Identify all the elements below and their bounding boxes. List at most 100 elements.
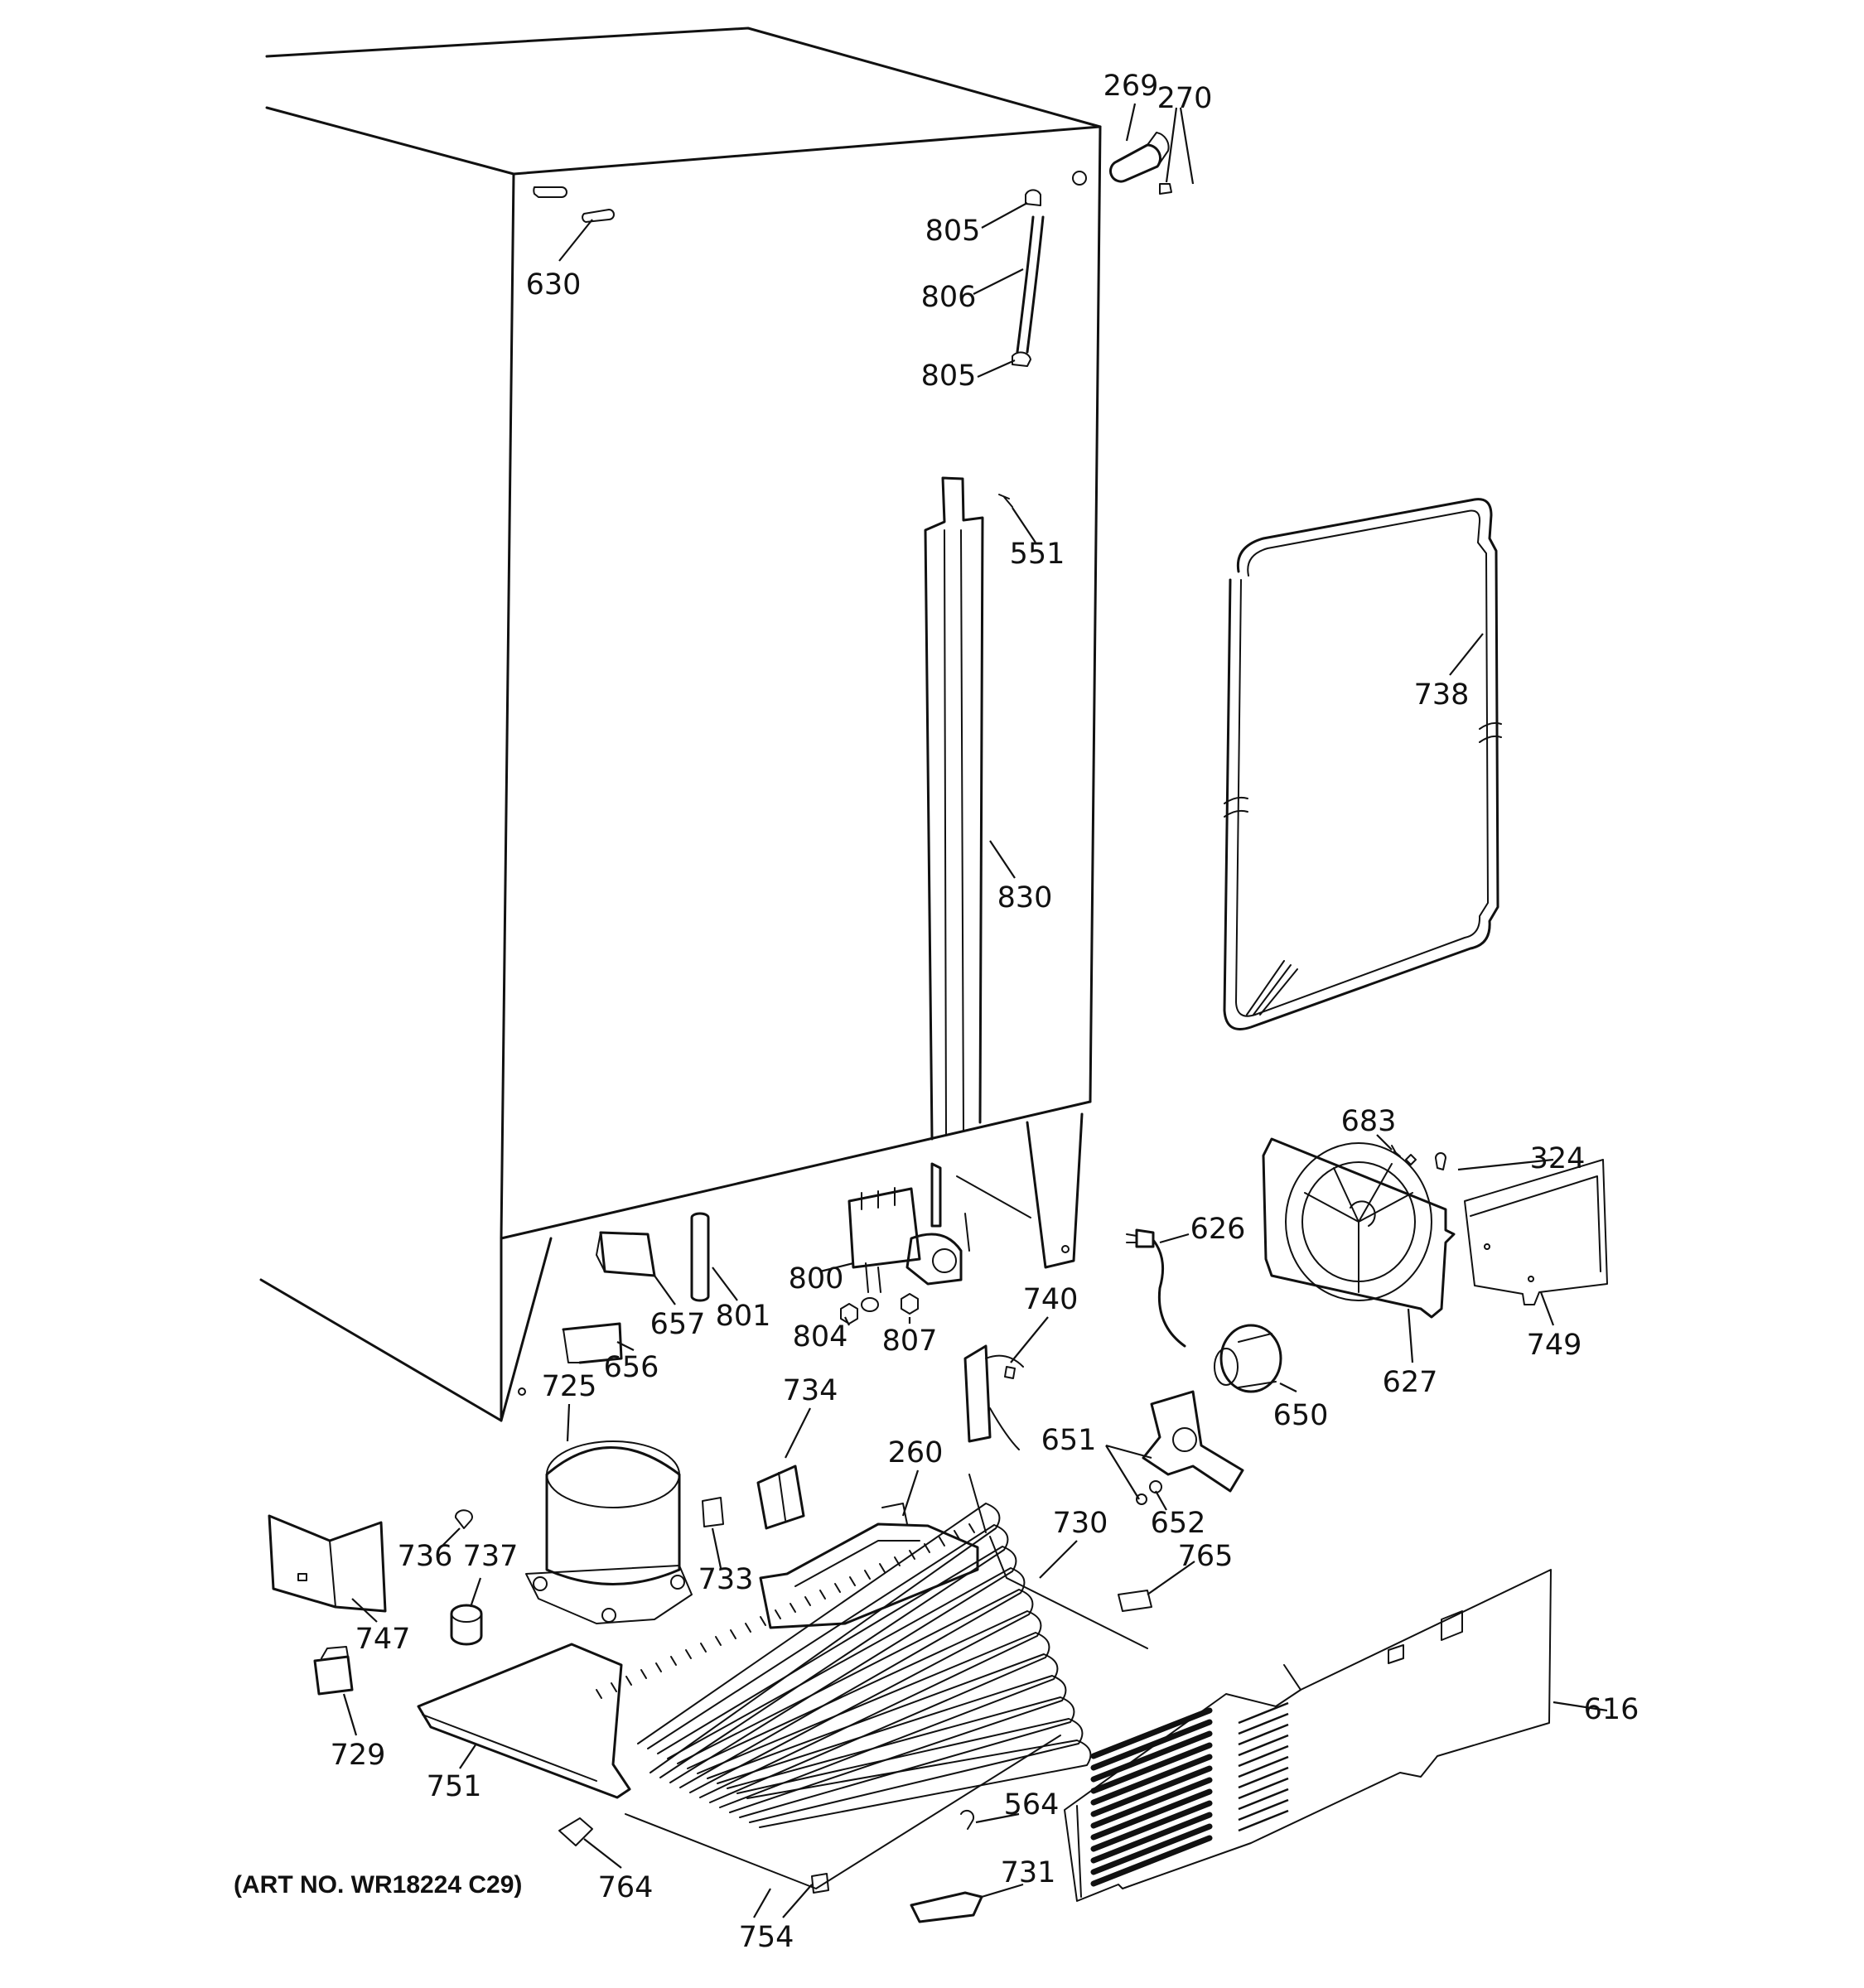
callout-805b: 805 — [921, 359, 977, 393]
callout-749: 749 — [1527, 1329, 1582, 1362]
leader-lines — [342, 103, 1608, 1918]
callout-806: 806 — [921, 281, 977, 314]
fan-shroud-assembly — [1262, 1137, 1608, 1319]
coil-fin — [685, 1649, 692, 1659]
callout-737: 737 — [463, 1540, 519, 1573]
grill-slot — [1090, 1823, 1213, 1875]
art-number-caption: (ART NO. WR18224 C29) — [234, 1871, 522, 1899]
coil-fin — [790, 1603, 796, 1613]
grill-slot — [1090, 1754, 1213, 1806]
callout-751: 751 — [427, 1770, 482, 1803]
callout-725: 725 — [542, 1370, 597, 1403]
callout-656: 656 — [604, 1351, 659, 1384]
grill-louver — [1238, 1809, 1289, 1832]
small-hardware — [558, 1590, 1152, 1923]
callout-740: 740 — [1023, 1283, 1079, 1316]
coil-tube — [736, 1718, 1084, 1823]
grill-louver — [1238, 1755, 1289, 1778]
callout-652: 652 — [1151, 1507, 1206, 1540]
callout-747: 747 — [355, 1623, 411, 1656]
mounting-brackets — [562, 1231, 656, 1364]
coil-tube — [746, 1740, 1092, 1828]
grill-slot — [1090, 1742, 1213, 1794]
condenser-coil — [596, 1474, 1148, 1828]
callout-731: 731 — [1001, 1856, 1056, 1889]
coil-fin — [879, 1563, 886, 1573]
grill-louver — [1238, 1701, 1289, 1725]
coil-tube — [717, 1675, 1067, 1813]
grill-louver — [1238, 1777, 1289, 1800]
coil-tube — [667, 1567, 1026, 1788]
callout-804: 804 — [793, 1320, 848, 1353]
coil-fin — [939, 1537, 945, 1546]
coil-tube — [697, 1632, 1050, 1803]
coil-fin — [894, 1556, 901, 1566]
coil-fin — [760, 1616, 766, 1626]
grill-slot — [1090, 1777, 1213, 1829]
coil-fin — [670, 1656, 677, 1666]
callout-630: 630 — [526, 268, 582, 302]
grill-louver — [1238, 1744, 1289, 1768]
coil-fin — [864, 1570, 871, 1580]
coil-fin — [954, 1530, 960, 1540]
coil-fin — [909, 1550, 915, 1560]
grill-louver — [1238, 1766, 1289, 1789]
base-and-grill — [417, 1569, 1552, 1902]
coil-tube — [707, 1653, 1059, 1808]
callout-551: 551 — [1010, 538, 1065, 571]
drain-pan — [759, 1503, 979, 1629]
coil-fin — [715, 1636, 722, 1646]
coil-fin — [655, 1662, 662, 1672]
callout-labels: 2692708058068056305517388306833246268006… — [331, 70, 1639, 1954]
callout-627: 627 — [1383, 1366, 1438, 1399]
coil-tube — [647, 1524, 1009, 1778]
coil-fin — [804, 1596, 811, 1606]
callout-269: 269 — [1103, 70, 1159, 103]
coil-tube — [677, 1589, 1034, 1793]
heater-loop — [1223, 498, 1502, 1030]
callout-754: 754 — [739, 1921, 794, 1954]
callout-800: 800 — [789, 1262, 844, 1296]
callout-738: 738 — [1414, 678, 1470, 712]
callout-324: 324 — [1530, 1142, 1586, 1175]
grill-slot — [1090, 1835, 1213, 1887]
grill-louver — [1238, 1798, 1289, 1822]
grill-louver — [1238, 1788, 1289, 1811]
callout-805a: 805 — [925, 215, 981, 248]
callout-801: 801 — [716, 1300, 771, 1333]
callout-626: 626 — [1190, 1213, 1246, 1246]
coil-tube — [657, 1546, 1017, 1783]
grill-slot — [1090, 1765, 1213, 1817]
grill-slot — [1090, 1707, 1213, 1759]
grill-louver — [1238, 1734, 1289, 1757]
coil-fin — [775, 1609, 781, 1619]
callout-657: 657 — [650, 1308, 706, 1341]
callout-730: 730 — [1053, 1507, 1108, 1540]
coil-fin — [745, 1623, 751, 1633]
callout-765: 765 — [1178, 1540, 1234, 1573]
coil-tube — [727, 1696, 1075, 1818]
callout-270: 270 — [1157, 82, 1213, 115]
coil-tube — [687, 1610, 1042, 1798]
grill-louver — [1238, 1712, 1289, 1735]
coil-fin — [625, 1676, 632, 1686]
coil-fin — [819, 1590, 826, 1600]
grill-slot — [1090, 1788, 1213, 1841]
callout-736: 736 — [398, 1540, 453, 1573]
grill-slot — [1090, 1730, 1213, 1783]
refrigerator-cabinet — [259, 27, 1102, 1422]
callout-764: 764 — [598, 1871, 654, 1904]
callout-651: 651 — [1041, 1424, 1097, 1457]
callout-807: 807 — [882, 1325, 938, 1358]
grill-louver — [1238, 1723, 1289, 1746]
coil-fin — [849, 1576, 856, 1586]
coil-fin — [834, 1583, 841, 1593]
coil-fin — [640, 1669, 647, 1679]
callout-260: 260 — [888, 1436, 944, 1469]
defrost-sensor — [963, 1344, 1024, 1450]
fan-motor-parts — [1126, 1228, 1282, 1505]
grill-slot — [1090, 1812, 1213, 1864]
coil-fin — [596, 1689, 602, 1699]
